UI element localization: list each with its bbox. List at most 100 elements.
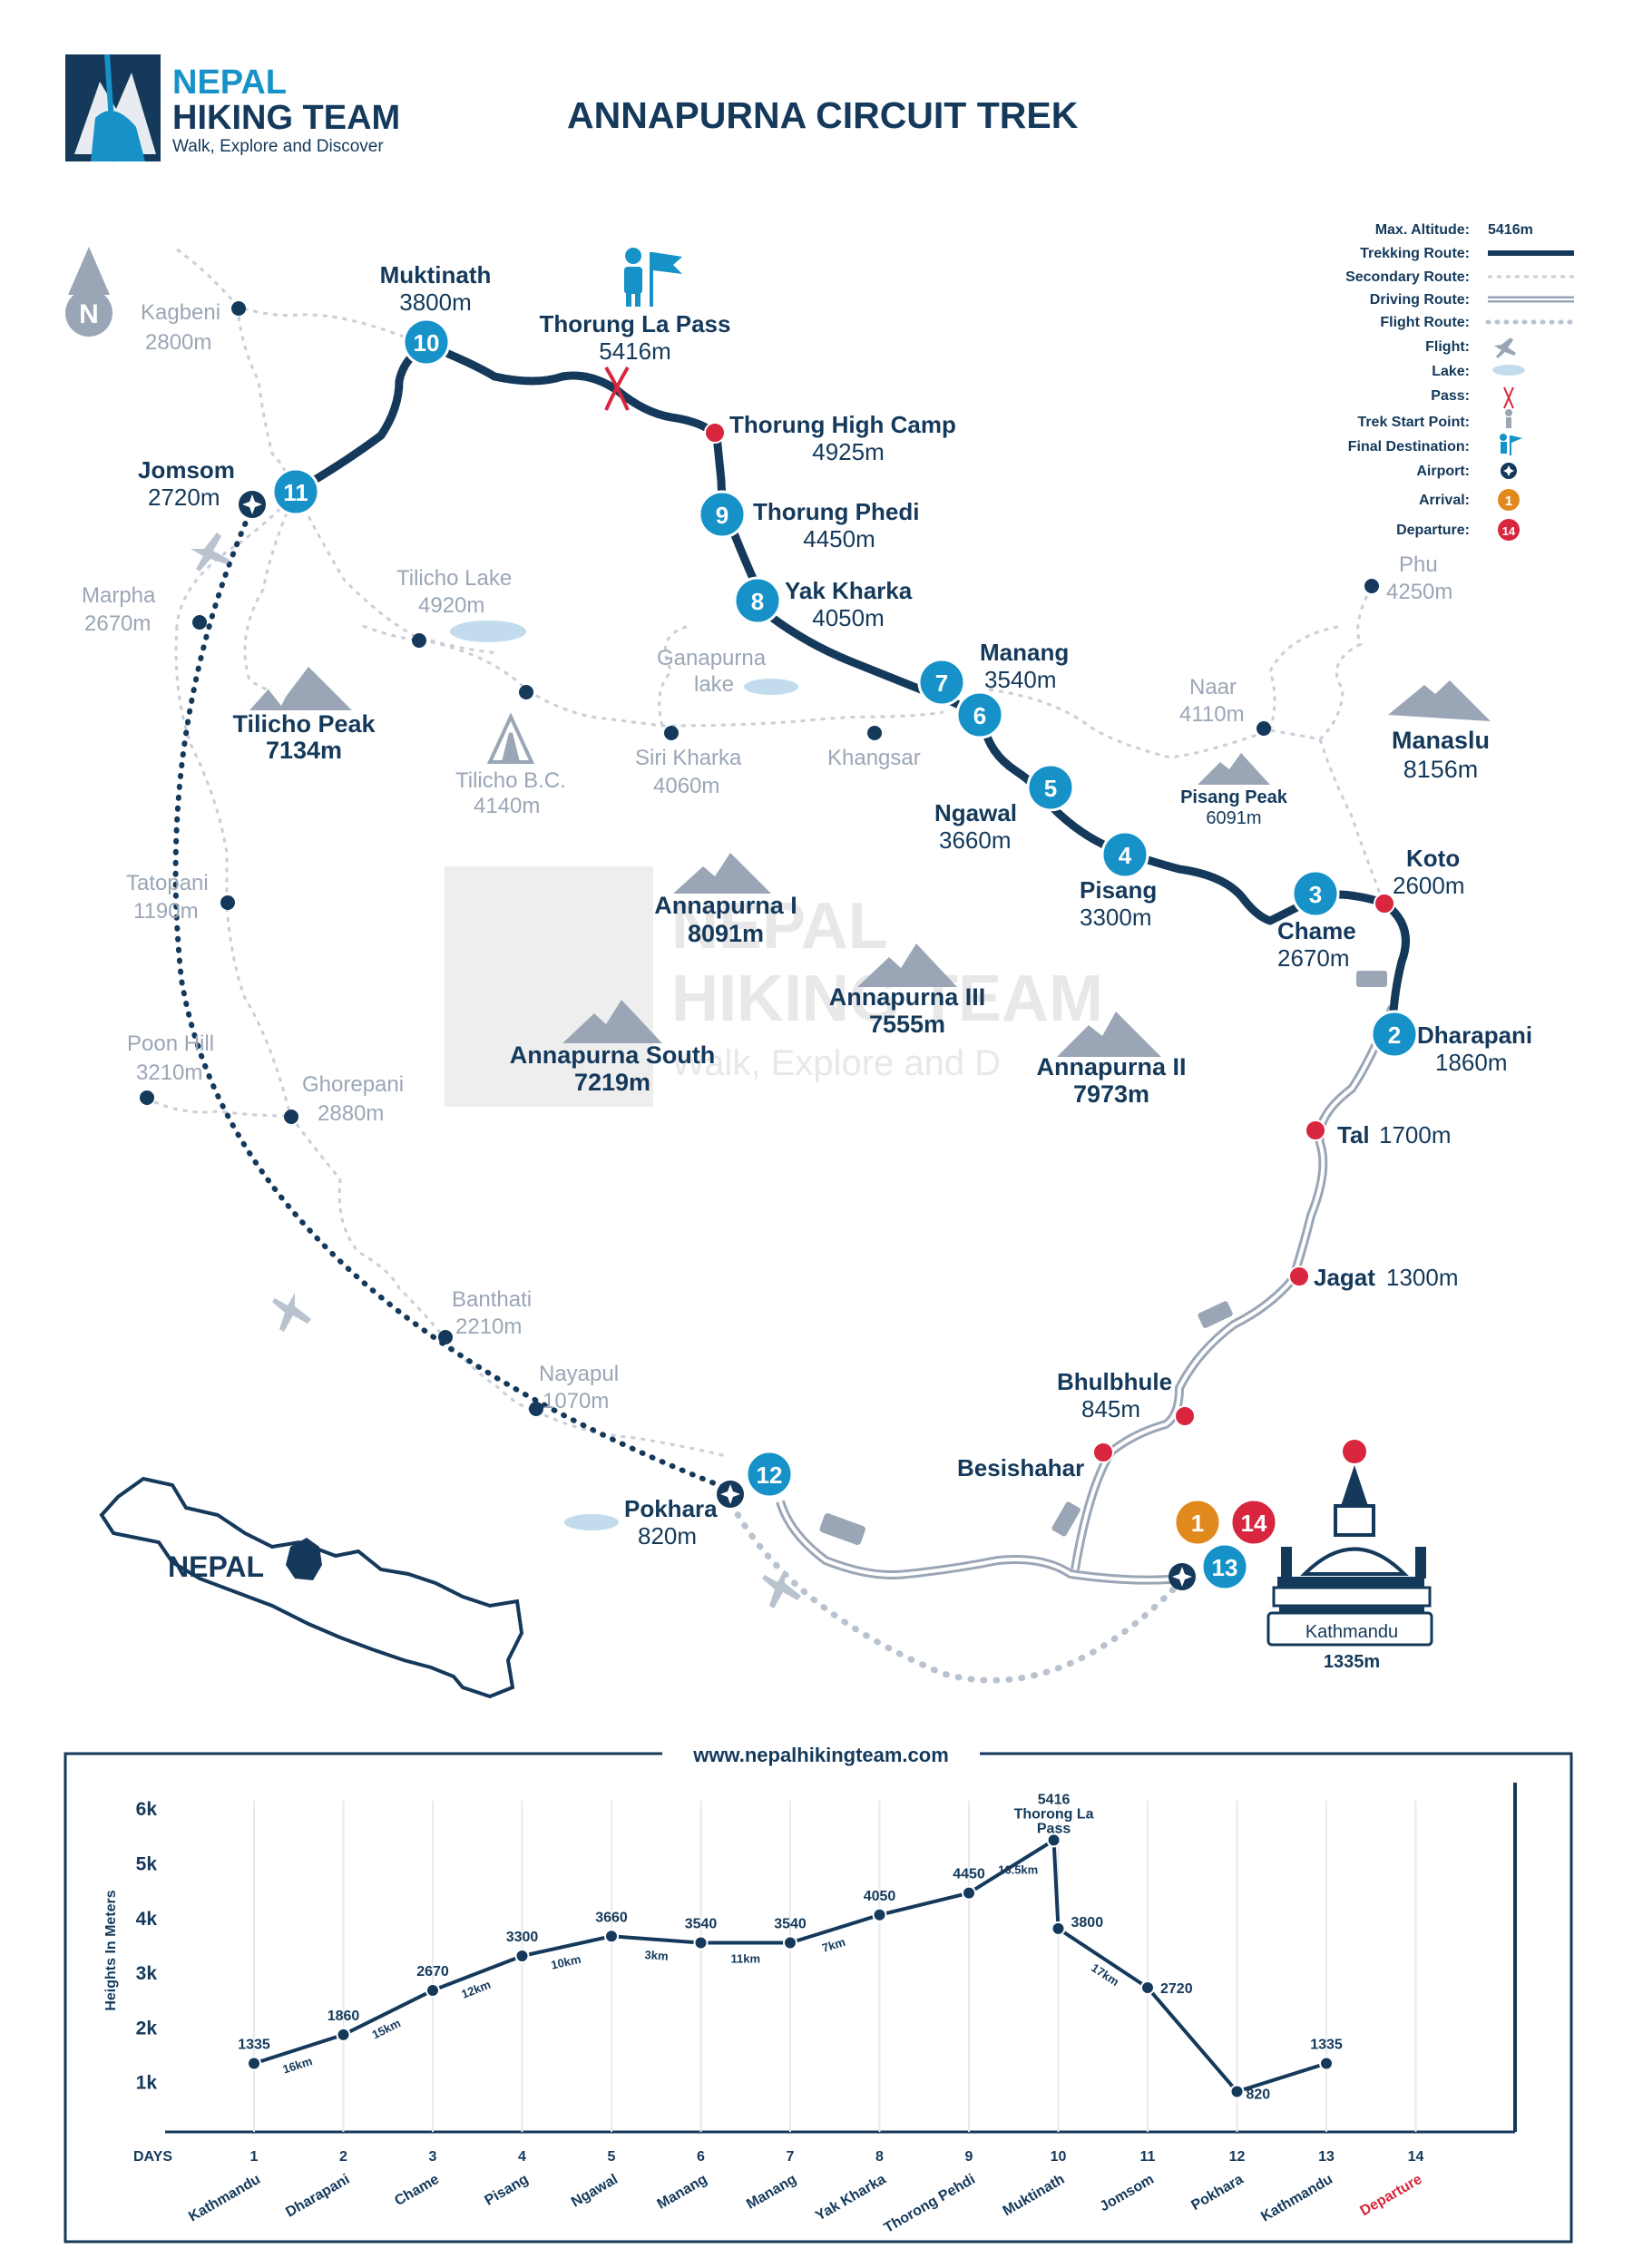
svg-text:7134m: 7134m	[266, 737, 342, 764]
svg-text:Manaslu: Manaslu	[1392, 727, 1490, 754]
stop-6: 6	[973, 702, 986, 729]
legend: Max. Altitude: 5416m Trekking Route: Sec…	[1345, 222, 1577, 541]
elevation-value: 3540	[774, 1917, 807, 1932]
y-tick-label: 6k	[136, 1799, 158, 1820]
tent-icon	[486, 712, 535, 764]
elevation-point	[783, 1935, 797, 1950]
driving-route	[776, 1005, 1397, 1585]
distance-label: 16km	[281, 2054, 314, 2076]
stop-3: 3	[1309, 881, 1322, 908]
elevation-value: 5416	[1038, 1792, 1071, 1807]
svg-text:Khangsar: Khangsar	[827, 746, 921, 770]
elevation-value: 2720	[1160, 1981, 1193, 1997]
elevation-value: 1860	[328, 2009, 360, 2024]
svg-text:Lake:: Lake:	[1432, 364, 1470, 379]
svg-text:Nayapul: Nayapul	[539, 1362, 619, 1386]
elevation-point	[1319, 2056, 1334, 2071]
svg-text:Dharapani: Dharapani	[1417, 1022, 1532, 1049]
trekking-route	[290, 340, 1410, 1039]
svg-text:Ghorepani: Ghorepani	[302, 1072, 404, 1097]
elevation-point	[514, 1949, 530, 1964]
y-tick-label: 5k	[136, 1854, 158, 1875]
elevation-value: 3540	[685, 1917, 718, 1932]
elevation-point	[336, 2027, 351, 2042]
svg-text:845m: 845m	[1081, 1395, 1140, 1422]
elevation-value: 2670	[416, 1964, 449, 1980]
nepal-inset-map	[99, 1476, 524, 1699]
svg-text:Ngawal: Ngawal	[934, 799, 1017, 826]
stop-9: 9	[716, 502, 728, 529]
x-place-label: Departure	[1358, 2172, 1425, 2220]
stop-13: 13	[1212, 1554, 1238, 1581]
svg-text:Tal: Tal	[1337, 1121, 1370, 1149]
svg-text:NEPAL: NEPAL	[671, 890, 888, 963]
lake-icon	[450, 621, 798, 1530]
svg-text:N: N	[79, 299, 99, 329]
x-place-label: Dharapani	[283, 2172, 352, 2221]
nepal-inset-label: NEPAL	[168, 1550, 264, 1583]
svg-text:5416m: 5416m	[599, 337, 671, 365]
svg-text:1700m: 1700m	[1379, 1121, 1452, 1149]
svg-text:Tatopani: Tatopani	[126, 871, 209, 895]
svg-text:Secondary Route:: Secondary Route:	[1345, 269, 1470, 285]
svg-text:Jagat: Jagat	[1314, 1264, 1375, 1291]
x-axis-label: DAYS	[133, 2149, 172, 2165]
svg-text:2670m: 2670m	[1277, 944, 1350, 972]
svg-text:7973m: 7973m	[1073, 1080, 1149, 1108]
elevation-point	[1046, 1833, 1061, 1848]
website-url[interactable]: www.nepalhikingteam.com	[692, 1744, 949, 1766]
svg-text:4250m: 4250m	[1386, 580, 1452, 604]
svg-text:Walk, Explore and D: Walk, Explore and D	[671, 1043, 1001, 1083]
mountain-labels: Tilicho Peak 7134m Manaslu 8156m Pisang …	[232, 710, 1490, 1108]
svg-text:Trek Start Point:: Trek Start Point:	[1357, 415, 1470, 430]
x-place-label: Pokhara	[1188, 2172, 1246, 2214]
svg-text:2800m: 2800m	[145, 330, 211, 355]
kathmandu-label: Kathmandu	[1305, 1622, 1398, 1642]
x-day-number: 5	[608, 2149, 616, 2165]
x-day-number: 11	[1140, 2149, 1156, 2165]
svg-text:Tilicho Lake: Tilicho Lake	[396, 566, 512, 591]
distance-label: 7km	[820, 1935, 846, 1955]
chart-line	[253, 1836, 1327, 2094]
elevation-line	[253, 1836, 1327, 2094]
elevation-value: 3800	[1071, 1915, 1104, 1931]
svg-text:Besishahar: Besishahar	[957, 1454, 1084, 1481]
svg-text:4140m: 4140m	[474, 794, 540, 818]
flight-routes	[172, 501, 1183, 1684]
svg-text:Bhulbhule: Bhulbhule	[1057, 1368, 1172, 1395]
distance-label: 11km	[730, 1952, 760, 1966]
svg-text:Tilicho B.C.: Tilicho B.C.	[455, 768, 566, 793]
x-place-label: Yak Kharka	[813, 2172, 888, 2224]
svg-text:1: 1	[1505, 494, 1512, 509]
place-dots	[140, 301, 1379, 1416]
svg-text:4925m: 4925m	[812, 438, 885, 465]
x-place-label: Ngawal	[569, 2172, 621, 2211]
svg-text:Marpha: Marpha	[82, 583, 156, 608]
stop-5: 5	[1044, 775, 1057, 802]
svg-text:1860m: 1860m	[1435, 1049, 1508, 1076]
svg-text:7219m: 7219m	[574, 1069, 650, 1096]
stop-11: 11	[283, 479, 308, 506]
elevation-point	[872, 1907, 887, 1922]
distance-label: 16.5km	[998, 1863, 1038, 1877]
svg-text:Manang: Manang	[980, 639, 1069, 666]
x-day-number: 6	[697, 2149, 705, 2165]
x-place-label: Kathmandu	[186, 2172, 263, 2225]
svg-text:8091m: 8091m	[688, 920, 764, 947]
elevation-value: 820	[1247, 2087, 1271, 2103]
svg-text:Banthati: Banthati	[452, 1287, 532, 1312]
brand-tagline: Walk, Explore and Discover	[172, 137, 384, 156]
stop-markers: 2 3 4 5 6 7 8 9 10 11 12 13 1 14	[271, 318, 1419, 1591]
svg-text:Annapurna III: Annapurna III	[829, 983, 986, 1011]
brand-line2: HIKING TEAM	[172, 99, 400, 137]
flight-icon	[191, 533, 801, 1608]
x-day-number: 3	[429, 2149, 437, 2165]
elevation-point	[1140, 1980, 1155, 1995]
elevation-chart: www.nepalhikingteam.com Heights In Meter…	[64, 1740, 1573, 2244]
stop-2: 2	[1388, 1022, 1401, 1049]
elevation-point	[247, 2056, 261, 2071]
svg-text:2210m: 2210m	[455, 1315, 522, 1339]
svg-text:Pisang: Pisang	[1080, 876, 1157, 904]
svg-text:2600m: 2600m	[1393, 872, 1465, 899]
